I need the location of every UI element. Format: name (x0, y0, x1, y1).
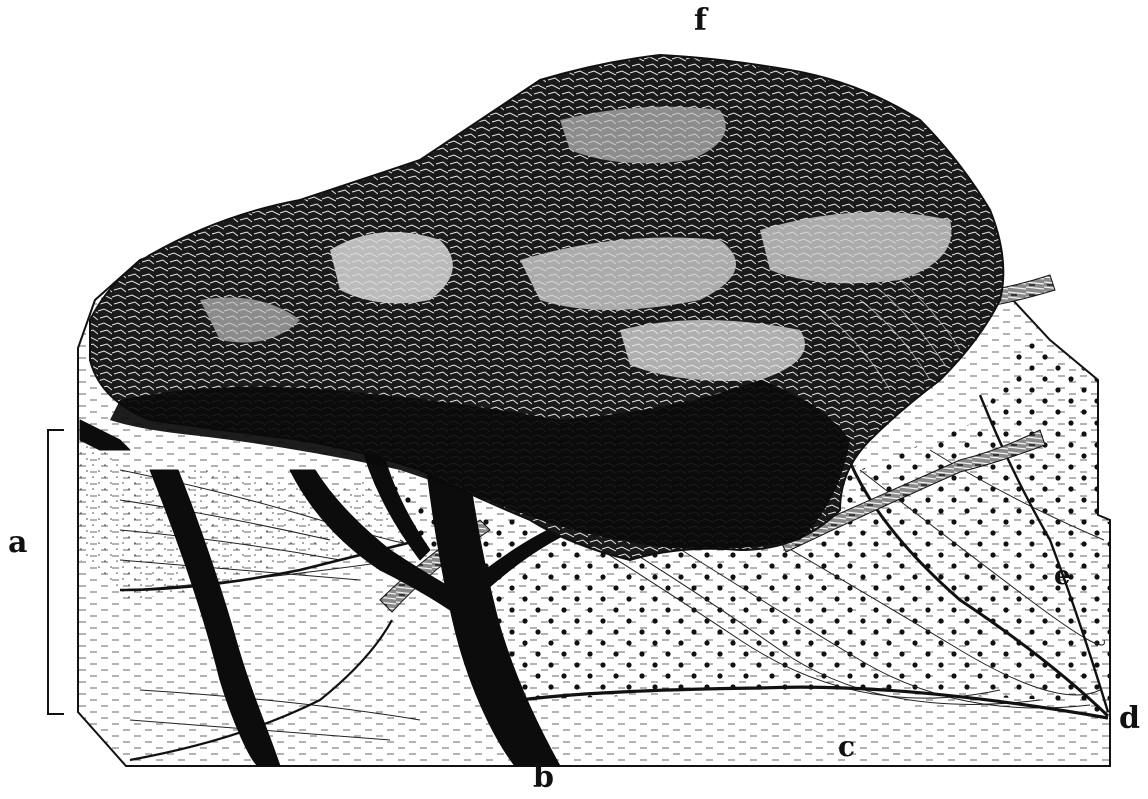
label-c: c (838, 733, 855, 761)
bracket-a (48, 430, 64, 714)
label-d: d (1119, 704, 1140, 734)
label-f: f (694, 6, 707, 36)
label-e: e (1054, 563, 1071, 589)
label-b: b (533, 763, 554, 793)
label-a: a (8, 528, 27, 558)
